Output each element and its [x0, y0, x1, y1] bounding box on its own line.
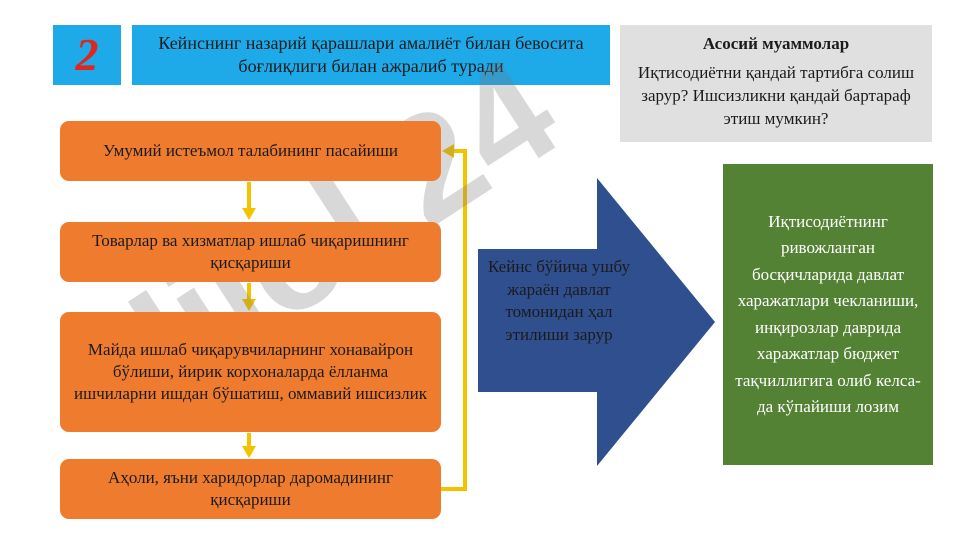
- down-arrow-3: [242, 433, 256, 458]
- down-arrow-1: [242, 182, 256, 220]
- result-box: Иқтисодиётнинг ривожланган босқичларида …: [723, 164, 933, 465]
- step-box-3: Майда ишлаб чиқарувчиларнинг хонавайрон …: [60, 312, 441, 432]
- slide-number-badge: 2: [53, 25, 121, 85]
- down-arrow-2: [242, 283, 256, 311]
- step-box-4: Аҳоли, яъни харидорлар даромадининг қисқ…: [60, 459, 441, 519]
- problem-box: Асосий муаммолар Иқтисодиётни қандай тар…: [620, 25, 932, 142]
- step-box-1: Умумий истеъмол талабининг пасайиши: [60, 121, 441, 181]
- step-down-arrows: [242, 182, 256, 458]
- cycle-return-arrow: [441, 144, 467, 491]
- step-box-2: Товарлар ва хизматлар ишлаб чиқаришнинг …: [60, 222, 441, 282]
- slide-subtitle: Кейнснинг назарий қарашлари амалиёт била…: [132, 25, 610, 85]
- problem-title: Асосий муаммолар: [702, 34, 850, 53]
- center-arrow-shape: [478, 178, 715, 466]
- problem-text: Иқтисодиётни қандай тартибга солиш зарур…: [637, 63, 915, 128]
- slide-number: 2: [75, 29, 99, 80]
- center-arrow-label: Кейнс бўйича ушбу жараён давлат томонида…: [487, 257, 630, 344]
